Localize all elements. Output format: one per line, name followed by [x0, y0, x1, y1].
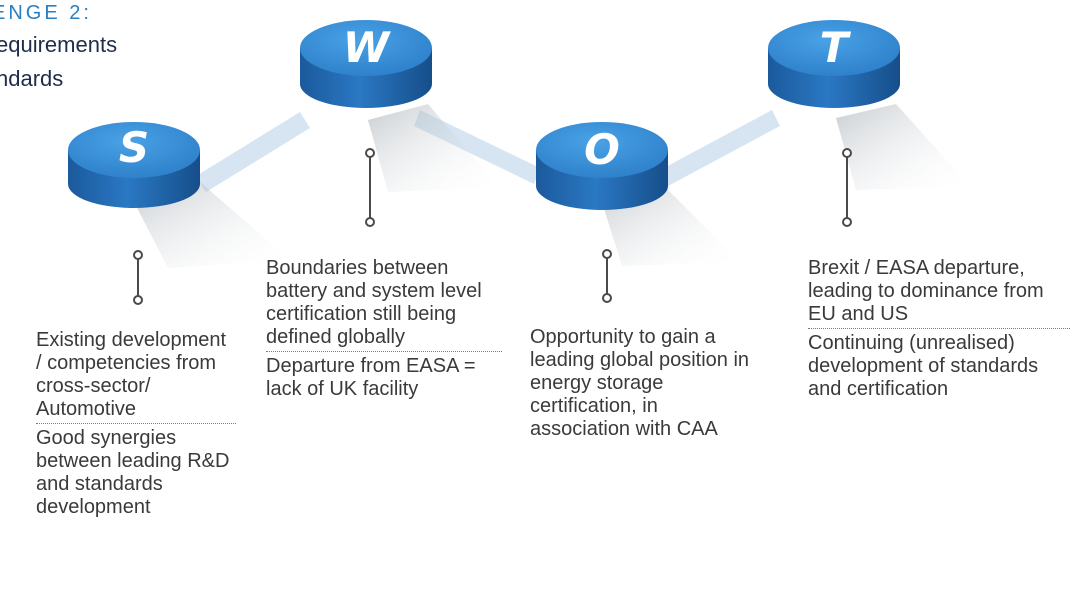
cylinder-o: O — [536, 122, 668, 210]
swot-letter-w: W — [343, 23, 392, 72]
shadow-t — [836, 104, 970, 190]
strength-item-2: Good synergies between leading R&D and s… — [36, 427, 230, 518]
pin-t — [842, 148, 852, 227]
opportunities-text-block: Opportunity to gain a leading global pos… — [530, 326, 760, 441]
strengths-text-block: Existing development / competencies from… — [36, 329, 236, 519]
cylinder-s: S — [68, 122, 200, 208]
opportunity-item-1: Opportunity to gain a leading global pos… — [530, 326, 750, 440]
threat-item-2: Continuing (unrealised) development of s… — [808, 332, 1039, 400]
shadow-w — [368, 104, 500, 192]
weakness-item-2: Departure from EASA = lack of UK facilit… — [266, 355, 476, 400]
weaknesses-text-block: Boundaries between battery and system le… — [266, 257, 502, 401]
swot-letter-s: S — [119, 123, 149, 172]
pin-connectors — [133, 148, 852, 305]
cylinder-w: W — [300, 20, 432, 108]
connector-band-s-w — [196, 112, 310, 192]
title-line-2: equirements — [0, 32, 118, 57]
pin-o — [602, 249, 612, 303]
title-challenge-label: ENGE 2: — [0, 2, 92, 24]
title-line-3: ndards — [0, 66, 64, 91]
divider — [36, 423, 236, 424]
threats-text-block: Brexit / EASA departure, leading to domi… — [808, 257, 1070, 401]
divider — [808, 328, 1070, 329]
swot-letter-t: T — [820, 23, 852, 72]
pin-s — [133, 250, 143, 305]
threat-item-1: Brexit / EASA departure, leading to domi… — [808, 257, 1044, 325]
pin-w — [365, 148, 375, 227]
divider — [266, 351, 502, 352]
cylinder-t: T — [768, 20, 900, 108]
weakness-item-1: Boundaries between battery and system le… — [266, 257, 482, 348]
strength-item-1: Existing development / competencies from… — [36, 329, 227, 420]
connector-band-o-t — [660, 110, 780, 186]
swot-letter-o: O — [584, 125, 620, 174]
